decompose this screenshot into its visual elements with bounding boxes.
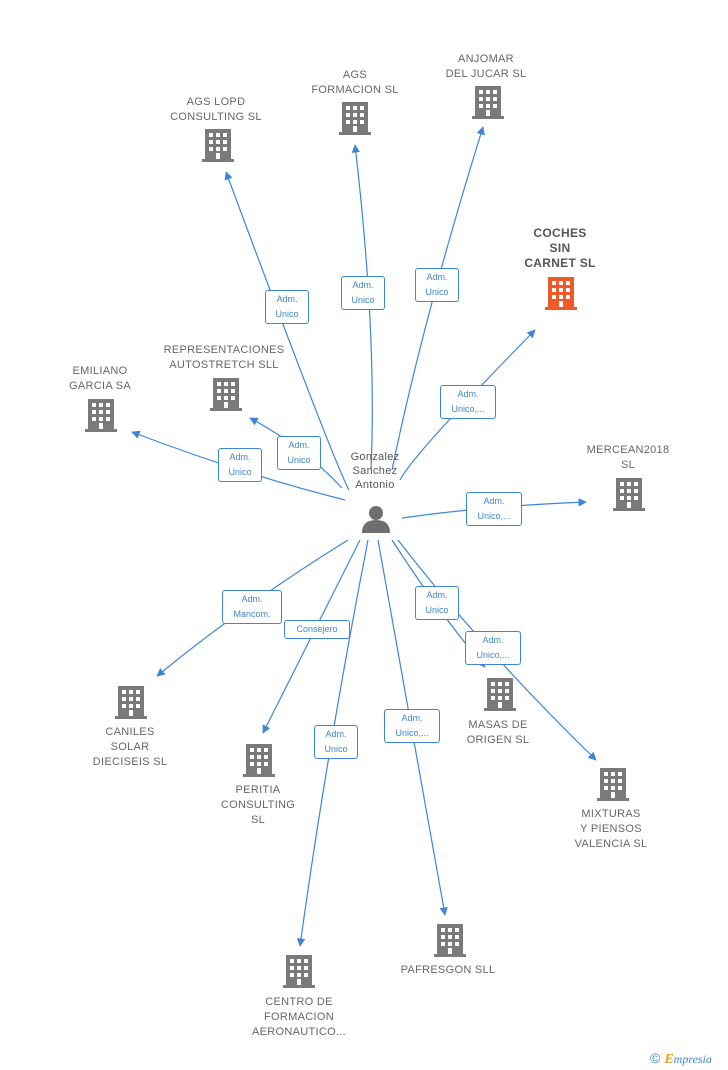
building-icon-representaciones-autostretch[interactable] — [210, 378, 242, 411]
person-icon[interactable] — [362, 506, 390, 533]
relation-label-ags-formacion[interactable]: Adm. Unico — [341, 276, 385, 310]
relation-label-centro-de-formacion[interactable]: Adm. Unico — [314, 725, 358, 759]
company-label-caniles-solar-dieciseis[interactable]: CANILES SOLAR DIECISEIS SL — [92, 726, 168, 768]
person-name[interactable]: Gonzalez Sanchez Antonio — [350, 451, 400, 491]
building-icon-ags-lopd-consulting[interactable] — [202, 129, 234, 162]
company-label-mercean2018[interactable]: MERCEAN2018 SL — [586, 444, 670, 471]
relation-label-caniles-solar-dieciseis[interactable]: Adm. Mancom. — [222, 590, 282, 624]
brand-initial: E — [664, 1052, 674, 1067]
relation-edge-anjomar-del-jucar — [391, 126, 485, 471]
building-icon-peritia-consulting[interactable] — [243, 744, 275, 777]
relation-label-masas-de-origen[interactable]: Adm. Unico — [415, 586, 459, 620]
relation-label-pafresgon[interactable]: Adm. Unico,... — [384, 709, 440, 743]
empresia-logo: ©Empresia — [650, 1050, 712, 1068]
relation-label-peritia-consulting[interactable]: Consejero — [284, 620, 350, 639]
building-icon-mixturas-y-piensos[interactable] — [597, 768, 629, 801]
company-label-coches-sin-carnet[interactable]: COCHES SIN CARNET SL — [524, 226, 596, 270]
relation-label-mixturas-y-piensos[interactable]: Adm. Unico,... — [465, 631, 521, 665]
building-icon-emiliano-garcia[interactable] — [85, 399, 117, 432]
company-label-masas-de-origen[interactable]: MASAS DE ORIGEN SL — [466, 719, 530, 746]
building-icon-centro-de-formacion[interactable] — [283, 955, 315, 988]
company-label-mixturas-y-piensos[interactable]: MIXTURAS Y PIENSOS VALENCIA SL — [574, 808, 648, 850]
company-label-representaciones-autostretch[interactable]: REPRESENTACIONES AUTOSTRETCH SLL — [163, 344, 285, 371]
building-icon-caniles-solar-dieciseis[interactable] — [115, 686, 147, 719]
company-label-ags-formacion[interactable]: AGS FORMACION SL — [311, 69, 399, 96]
copyright-symbol: © — [650, 1050, 661, 1066]
relation-edge-ags-formacion — [351, 144, 373, 471]
building-icon-ags-formacion[interactable] — [339, 102, 371, 135]
relation-label-mercean2018[interactable]: Adm. Unico,... — [466, 492, 522, 526]
building-icon-mercean2018[interactable] — [613, 478, 645, 511]
company-label-centro-de-formacion[interactable]: CENTRO DE FORMACION AERONAUTICO... — [251, 996, 347, 1038]
building-icon-masas-de-origen[interactable] — [484, 678, 516, 711]
company-label-anjomar-del-jucar[interactable]: ANJOMAR DEL JUCAR SL — [445, 53, 527, 80]
company-label-pafresgon[interactable]: PAFRESGON SLL — [400, 964, 496, 976]
relation-label-emiliano-garcia[interactable]: Adm. Unico — [218, 448, 262, 482]
relation-label-anjomar-del-jucar[interactable]: Adm. Unico — [415, 268, 459, 302]
relation-edge-coches-sin-carnet — [399, 329, 536, 481]
building-icon-anjomar-del-jucar[interactable] — [472, 86, 504, 119]
relation-label-representaciones-autostretch[interactable]: Adm. Unico — [277, 436, 321, 470]
brand-name: mpresia — [673, 1052, 712, 1066]
relation-edge-ags-lopd-consulting — [224, 171, 350, 491]
company-label-ags-lopd-consulting[interactable]: AGS LOPD CONSULTING SL — [170, 96, 262, 123]
relation-label-ags-lopd-consulting[interactable]: Adm. Unico — [265, 290, 309, 324]
company-label-emiliano-garcia[interactable]: EMILIANO GARCIA SA — [69, 365, 131, 392]
relation-label-coches-sin-carnet[interactable]: Adm. Unico,... — [440, 385, 496, 419]
company-label-peritia-consulting[interactable]: PERITIA CONSULTING SL — [220, 784, 296, 826]
building-icon-pafresgon[interactable] — [434, 924, 466, 957]
building-icon-coches-sin-carnet[interactable] — [545, 277, 577, 310]
